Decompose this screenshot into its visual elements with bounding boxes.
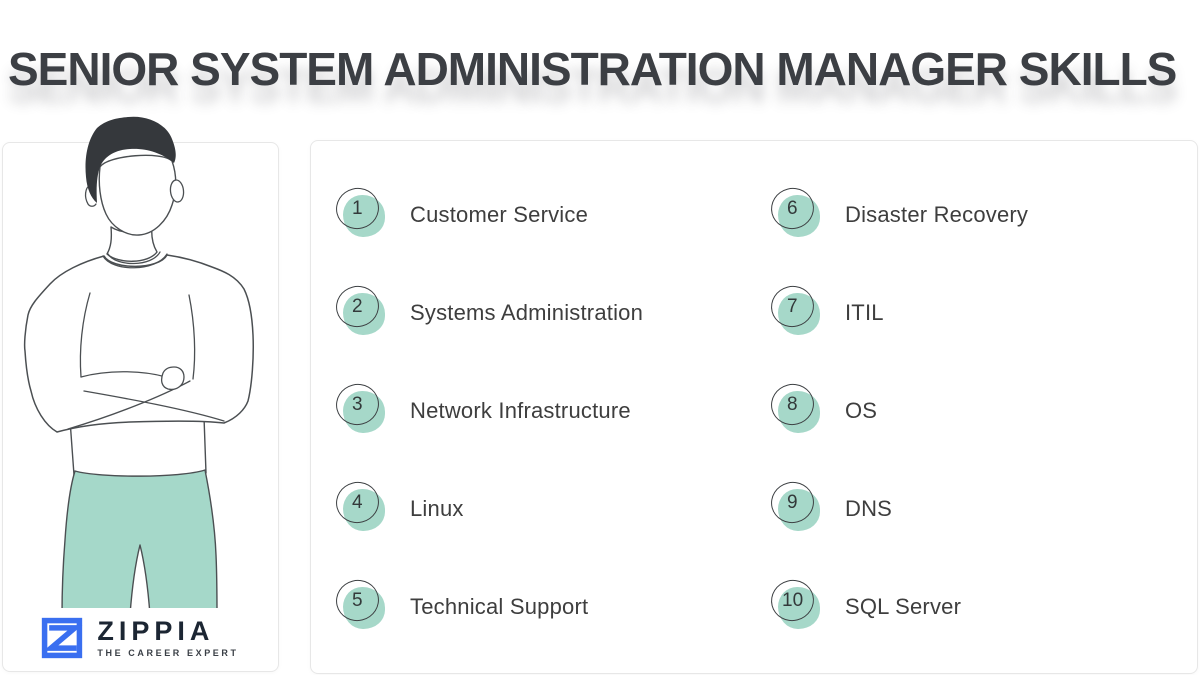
skill-item-9: 9 DNS [746, 457, 1197, 555]
skill-label: Linux [410, 496, 464, 521]
zippia-logo: ZIPPIA THE CAREER EXPERT [4, 608, 275, 668]
logo-text-block: ZIPPIA THE CAREER EXPERT [97, 616, 239, 659]
skill-item-7: 7 ITIL [746, 261, 1197, 359]
skill-number-badge: 4 [331, 477, 386, 531]
badge-teal-blob [778, 293, 820, 335]
skills-grid: 1 Customer Service 2 Systems Administrat… [311, 141, 1197, 673]
skill-item-1: 1 Customer Service [311, 163, 746, 261]
badge-teal-blob [343, 489, 385, 531]
skill-number: 3 [352, 394, 363, 416]
skill-label: SQL Server [845, 594, 962, 619]
skill-label: Customer Service [410, 202, 589, 227]
badge-teal-blob [343, 293, 385, 335]
skill-number: 4 [352, 492, 363, 514]
skills-column-left: 1 Customer Service 2 Systems Administrat… [311, 163, 746, 673]
badge-teal-blob [778, 489, 820, 531]
skill-number-badge: 1 [331, 183, 386, 237]
skill-number: 7 [787, 296, 798, 318]
skill-label: ITIL [845, 300, 884, 325]
logo-brand-text: ZIPPIA [97, 616, 215, 646]
skill-label: Network Infrastructure [410, 398, 631, 423]
skill-number: 9 [787, 492, 798, 514]
logo-tagline-text: THE CAREER EXPERT [97, 648, 239, 658]
skill-item-5: 5 Technical Support [311, 555, 746, 653]
skills-card: 1 Customer Service 2 Systems Administrat… [310, 140, 1198, 674]
skill-number: 2 [352, 296, 363, 318]
badge-teal-blob [343, 195, 385, 237]
zippia-logo-icon [42, 617, 83, 659]
skill-number: 6 [787, 198, 798, 220]
badge-teal-blob [343, 391, 385, 433]
skill-item-3: 3 Network Infrastructure [311, 359, 746, 457]
skill-number-badge: 5 [331, 575, 386, 629]
skill-label: Disaster Recovery [845, 202, 1029, 227]
skill-label: DNS [845, 496, 893, 521]
skill-number-badge: 8 [766, 379, 821, 433]
skill-number: 10 [781, 590, 804, 612]
skill-number-badge: 3 [331, 379, 386, 433]
person-card [2, 142, 279, 672]
skill-item-8: 8 OS [746, 359, 1197, 457]
badge-teal-blob [343, 587, 385, 629]
skill-number: 5 [352, 590, 363, 612]
skill-number: 1 [352, 198, 363, 220]
skill-label: Technical Support [410, 594, 589, 619]
skill-item-2: 2 Systems Administration [311, 261, 746, 359]
badge-teal-blob [778, 195, 820, 237]
skills-column-right: 6 Disaster Recovery 7 ITIL 8 [746, 163, 1197, 673]
skill-label: OS [845, 398, 878, 423]
skill-label: Systems Administration [410, 300, 644, 325]
skill-number-badge: 7 [766, 281, 821, 335]
skill-number-badge: 9 [766, 477, 821, 531]
skill-number-badge: 6 [766, 183, 821, 237]
badge-teal-blob [778, 391, 820, 433]
badge-teal-blob [778, 587, 820, 629]
skill-number: 8 [787, 394, 798, 416]
skill-item-4: 4 Linux [311, 457, 746, 555]
skill-number-badge: 2 [331, 281, 386, 335]
skill-item-10: 10 SQL Server [746, 555, 1197, 653]
skill-number-badge: 10 [766, 575, 821, 629]
skill-item-6: 6 Disaster Recovery [746, 163, 1197, 261]
page-title: SENIOR SYSTEM ADMINISTRATION MANAGER SKI… [8, 42, 1177, 95]
